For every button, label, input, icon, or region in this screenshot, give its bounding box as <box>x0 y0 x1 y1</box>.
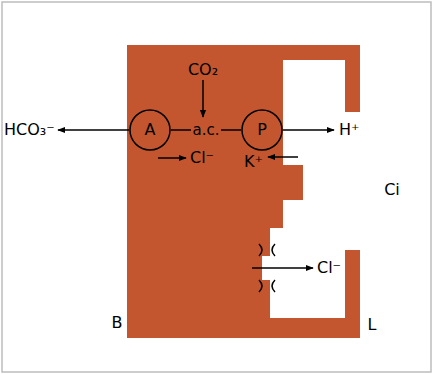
ion-label: HCO₃⁻ <box>4 122 55 138</box>
ion-label: Cl⁻ <box>317 260 341 276</box>
ion-label: B <box>112 315 123 331</box>
potassium-arrow <box>268 156 298 158</box>
chloride-in-arrow <box>158 157 186 159</box>
transporter-letter: P <box>257 122 267 138</box>
circle-shape <box>130 110 170 150</box>
transporter-circle: A <box>129 109 171 151</box>
ion-label: K⁺ <box>244 154 263 170</box>
transporter-circle: P <box>241 109 283 151</box>
co2-arrow <box>202 80 204 117</box>
ion-label: Ci <box>384 182 400 198</box>
bicarbonate-arrow <box>58 129 129 131</box>
chloride-out-arrow <box>252 267 313 269</box>
ion-label: H⁺ <box>339 122 359 138</box>
circle-shape <box>242 110 282 150</box>
ion-label: L <box>368 317 377 333</box>
ion-label: Cl⁻ <box>190 150 214 166</box>
enzyme-label: a.c. <box>191 122 222 139</box>
proton-arrow <box>283 129 334 131</box>
ion-label: CO₂ <box>188 62 218 78</box>
parietal-cell <box>127 45 360 338</box>
transporter-letter: A <box>145 122 156 138</box>
